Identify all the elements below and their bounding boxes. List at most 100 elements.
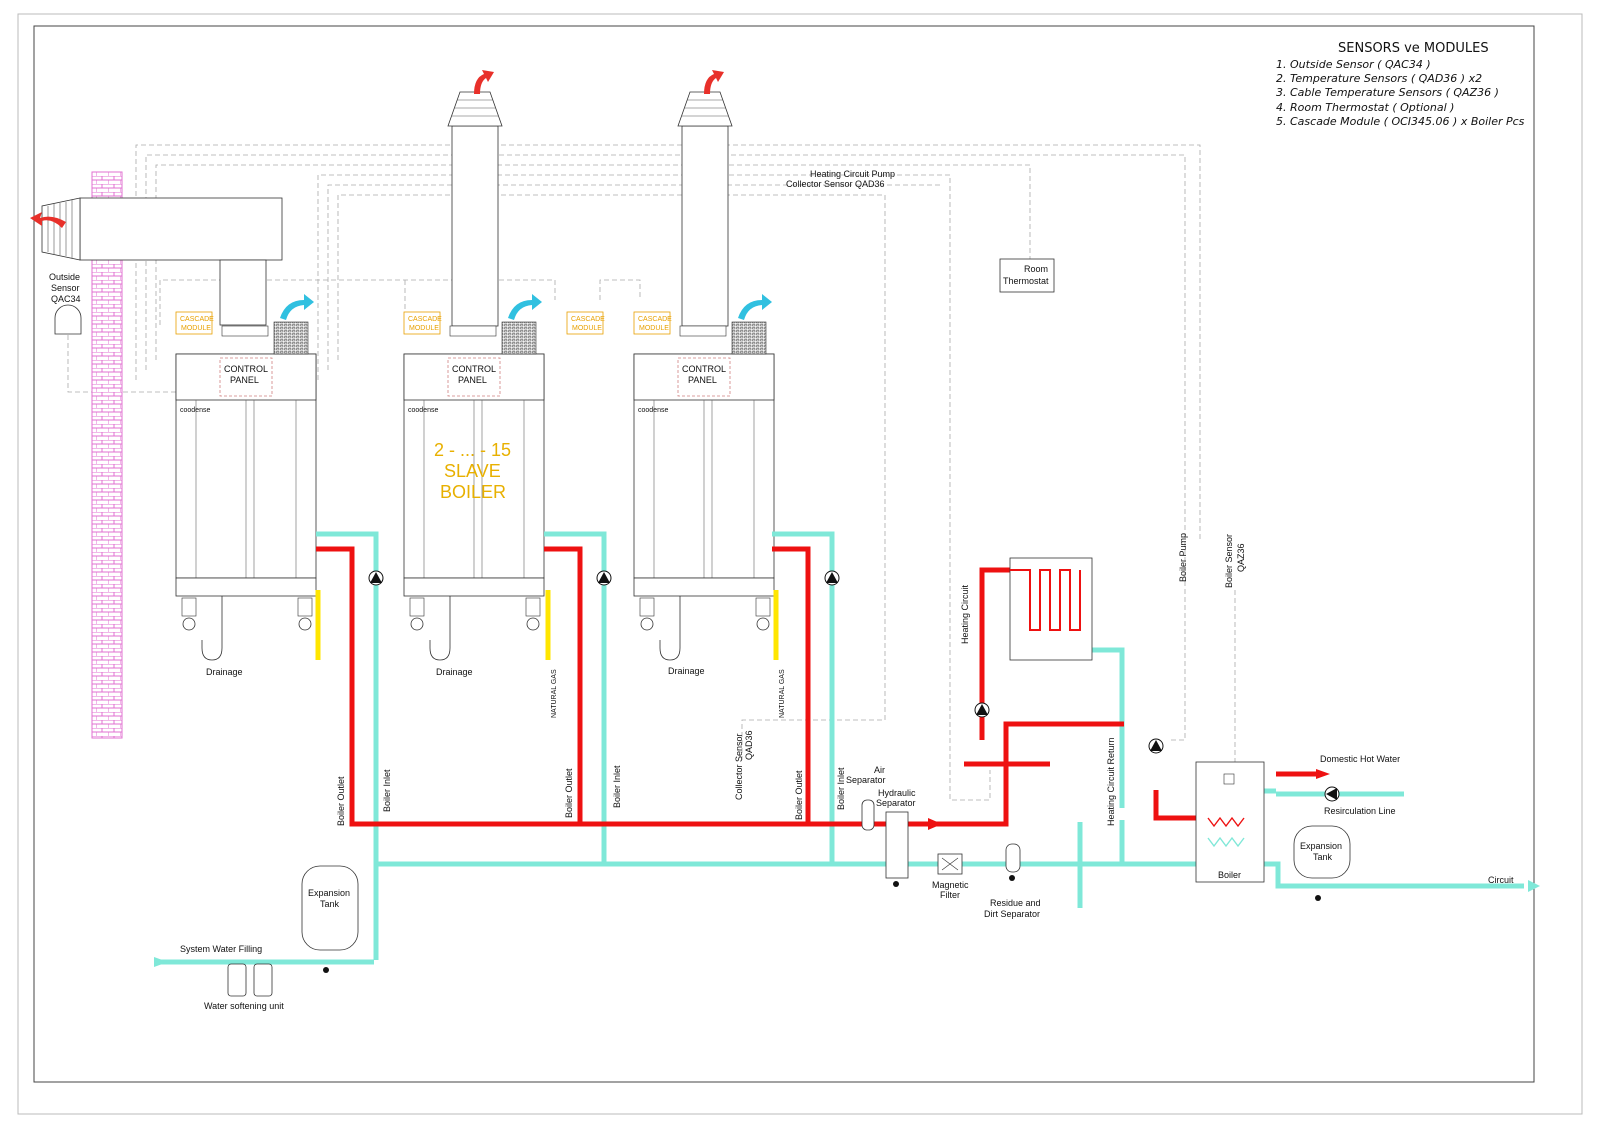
boiler-label: Boiler [1218,870,1241,880]
outside-sensor: Outside Sensor QAC34 [49,272,82,335]
air-separator-label: Separator [846,775,886,785]
boiler-sensor-label: QAZ36 [1236,543,1246,572]
heating-circuit-pump-label: Heating Circuit Pump [810,169,895,179]
vertical-flue-3 [677,70,733,327]
legend-item: 1. Outside Sensor ( QAC34 ) [1276,58,1431,71]
legend-item: 4. Room Thermostat ( Optional ) [1276,101,1454,114]
circulation-pump-icon [596,570,612,586]
circulation-pump-icon [368,570,384,586]
return-arrow-icon [154,957,168,967]
drainage-trap [429,596,451,661]
expansion-tank-label: Tank [320,899,340,909]
air-intake-grille [273,321,309,355]
drainage-trap [201,596,223,661]
legend-item: 2. Temperature Sensors ( QAD36 ) x2 [1276,72,1482,85]
inner-frame [33,25,1535,1083]
expansion-tank-label: Expansion [1300,841,1342,851]
dhw-cylinder [1195,761,1265,883]
circuit-label: Circuit [1488,875,1514,885]
cascade-module-label: MODULE [572,325,602,332]
caster-wheel [525,597,541,617]
magnetic-filter-label: Filter [940,890,960,900]
flue-gas-arrow-icon [30,212,66,228]
cascade-module: CASCADE MODULE [403,311,442,335]
drainage-label: Drainage [436,667,473,677]
room-thermostat-label: Room [1024,264,1048,274]
caster-wheel [639,597,655,617]
air-intake-arrow-icon [738,294,772,320]
drainage-label: Drainage [206,667,243,677]
boiler-inlet-label: Boiler Inlet [836,767,846,810]
natural-gas-label: NATURAL GAS [779,669,786,718]
boiler-pump-label: Boiler Pump [1178,533,1188,582]
circulation-pump-icon [824,570,840,586]
legend-item: 3. Cable Temperature Sensors ( QAZ36 ) [1276,86,1499,99]
boiler-outlet-label: Boiler Outlet [336,776,346,826]
caster-wheel [181,597,197,617]
boiler-outlet-label: Boiler Outlet [794,770,804,820]
residue-dirt-separator-label: Dirt Separator [984,909,1040,919]
boiler-outlet-label: Boiler Outlet [564,768,574,818]
legend-title: SENSORS ve MODULES [1338,41,1489,56]
control-panel-label: CONTROL [224,364,268,374]
collector-sensor-label: QAD36 [744,730,754,760]
heating-circuit-label: Heating Circuit [960,584,970,644]
collector-sensor-label: Collector Sensor QAD36 [786,179,885,189]
legend: SENSORS ve MODULES 1. Outside Sensor ( Q… [1276,41,1525,128]
circuit-arrow-icon [1528,880,1540,892]
room-thermostat: Room Thermostat [999,258,1055,293]
brand-logo: coodense [638,407,668,414]
heating-circuit-return-label: Heating Circuit Return [1106,737,1116,826]
circulation-pump-icon [1148,738,1164,754]
caster-wheel [409,597,425,617]
magnetic-filter-label: Magnetic [932,880,969,890]
boiler-inlet-label: Boiler Inlet [382,769,392,812]
cascade-module-label: CASCADE [571,316,605,323]
expansion-tank-label: Tank [1313,852,1333,862]
outside-sensor-label: Outside [49,272,80,282]
cascade-module: CASCADE MODULE [175,311,214,335]
drainage-trap [659,596,681,661]
cascade-module-label: CASCADE [180,316,214,323]
chimney-wall [91,171,123,739]
control-panel-label: PANEL [230,375,259,385]
hydraulic-separator [861,799,909,887]
brand-logo: coodense [180,407,210,414]
cascade-module-label: MODULE [181,325,211,332]
outer-frame [17,13,1583,1115]
outside-sensor-label: QAC34 [51,294,81,304]
boiler-sensor-label: Boiler Sensor [1224,534,1234,588]
slave-boiler-label: SLAVE [444,461,501,481]
domestic-hot-water-arrow-icon [1316,769,1330,779]
dirt-separator [1005,843,1021,881]
flow-arrow-icon [928,818,942,830]
drainage-label: Drainage [668,666,705,676]
expansion-tank [1293,825,1351,901]
legend-item: 5. Cascade Module ( OCI345.06 ) x Boiler… [1276,115,1525,128]
cascade-module-label: MODULE [409,325,439,332]
hydraulic-separator-label: Separator [876,798,916,808]
cascade-module-label: MODULE [639,325,669,332]
slave-boiler-label: BOILER [440,482,506,502]
flue-gas-arrow-icon [704,70,724,94]
cascade-module-label: CASCADE [408,316,442,323]
horizontal-flue [30,197,283,326]
flue-gas-arrow-icon [474,70,494,94]
slave-boiler-label: 2 - ... - 15 [434,440,511,460]
control-panel-label: PANEL [458,375,487,385]
air-intake-grille [731,321,767,355]
water-softening-unit-label: Water softening unit [204,1001,284,1011]
domestic-hot-water-label: Domestic Hot Water [1320,754,1400,764]
vertical-flue-2 [447,70,503,327]
residue-dirt-separator-label: Residue and [990,898,1041,908]
system-water-filling-label: System Water Filling [180,944,262,954]
natural-gas-label: NATURAL GAS [551,669,558,718]
resirculation-line-label: Resirculation Line [1324,806,1396,816]
radiator [1009,557,1093,661]
circulation-pump-icon [1324,786,1340,802]
air-separator-label: Air [874,765,885,775]
control-panel-label: CONTROL [452,364,496,374]
